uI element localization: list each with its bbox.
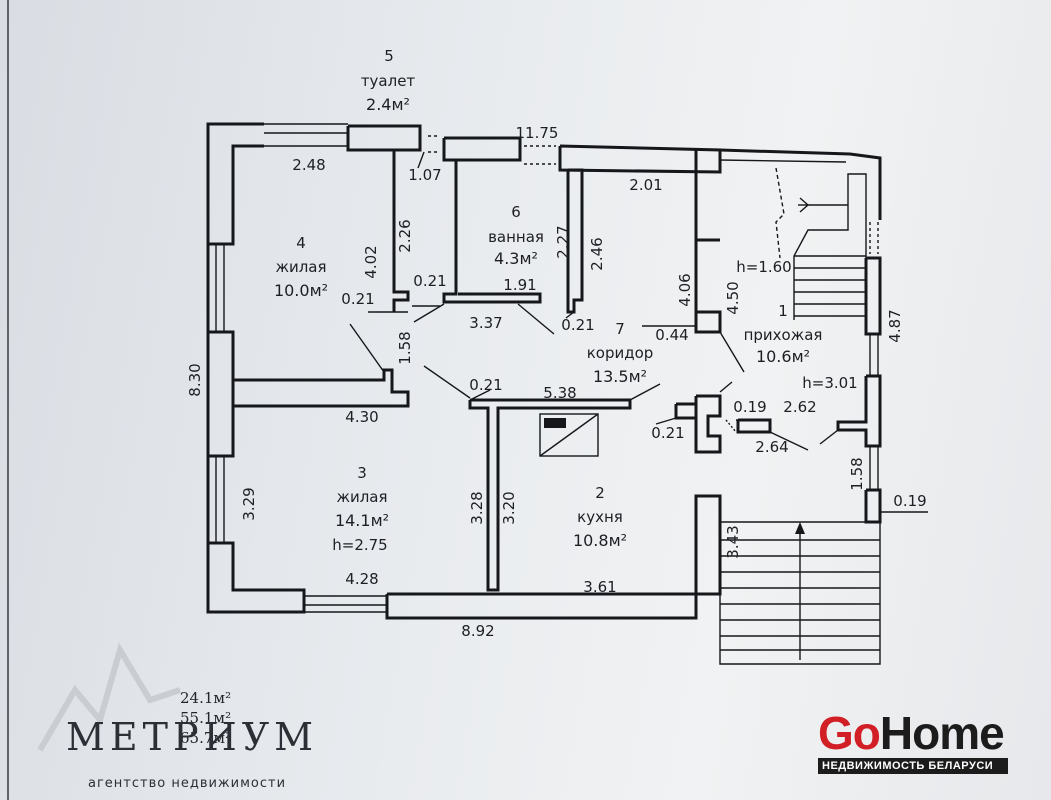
room-2-label: 2 кухня 10.8м²	[573, 484, 627, 550]
dim-label: 3.20	[500, 491, 518, 524]
dim-label: 4.28	[345, 570, 378, 588]
dim-label: 2.26	[396, 219, 414, 252]
room-number: 7	[615, 320, 625, 338]
dim-label: 2.27	[554, 225, 572, 258]
room-5-label: 5 туалет 2.4м²	[361, 47, 416, 114]
gohome-tagline: НЕДВИЖИМОСТЬ БЕЛАРУСИ	[818, 758, 1008, 774]
room-height: h=2.75	[332, 536, 387, 554]
room-4-label: 4 жилая 10.0м²	[274, 234, 328, 300]
room-6-label: 6 ванная 4.3м²	[488, 203, 544, 268]
room-number: 1	[778, 302, 788, 320]
dim-label: 4.87	[886, 309, 904, 342]
dim-label: 3.61	[583, 578, 616, 596]
dim-label: 0.44	[655, 326, 688, 344]
room-area: 10.0м²	[274, 281, 328, 300]
room-number: 6	[511, 203, 521, 221]
room-7-label: 7 коридор 13.5м²	[587, 320, 654, 386]
dim-label: 4.06	[676, 273, 694, 306]
area-line: 24.1м²	[180, 689, 232, 707]
gohome-home: Home	[879, 707, 1005, 759]
room-name: туалет	[361, 72, 416, 90]
staircase-upper	[775, 167, 867, 320]
dim-label: 2.64	[755, 438, 788, 456]
dim-label: 3.28	[468, 491, 486, 524]
room-number: 2	[595, 484, 605, 502]
room-number: 4	[296, 234, 306, 252]
dim-label: 1.58	[848, 457, 866, 490]
dim-label: 2.46	[588, 237, 606, 270]
room-area: 10.6м²	[756, 347, 810, 366]
room-area: 2.4м²	[366, 95, 410, 114]
room-name: жилая	[275, 258, 326, 276]
gohome-go: Go	[818, 707, 881, 759]
dim-label: 1.58	[396, 331, 414, 364]
dim-label: 3.37	[469, 314, 502, 332]
area-summary: 24.1м² 55.1м² 65.7м²	[180, 688, 231, 748]
gohome-wordmark: GoHome	[818, 710, 1008, 756]
area-line: 65.7м²	[180, 729, 232, 747]
dim-label: 3.43	[724, 525, 742, 558]
dim-label: 2.62	[783, 398, 816, 416]
dim-label: 0.21	[413, 272, 446, 290]
dim-label: 5.38	[543, 384, 576, 402]
room-3-label: 3 жилая 14.1м² h=2.75	[332, 464, 389, 554]
outer-walls	[206, 122, 882, 620]
stair-height: h=1.60	[736, 258, 791, 276]
room-area: 4.3м²	[494, 249, 538, 268]
room-name: коридор	[587, 344, 654, 362]
room-number: 5	[384, 47, 394, 65]
dim-label: 0.21	[651, 424, 684, 442]
dim-label: 1.91	[503, 276, 536, 294]
room-number: 3	[357, 464, 367, 482]
room-area: 13.5м²	[593, 367, 647, 386]
room-area: 14.1м²	[335, 511, 389, 530]
room-name: кухня	[577, 508, 623, 526]
dim-label: 1.07	[408, 166, 441, 184]
dim-label: 3.29	[240, 487, 258, 520]
dim-label: 0.21	[561, 316, 594, 334]
dim-label: 2.01	[629, 176, 662, 194]
dim-label: 0.19	[893, 492, 926, 510]
dim-label: 4.02	[362, 245, 380, 278]
metrium-name: МЕТРИУМ	[66, 715, 319, 759]
room-1-label: 1 прихожая 10.6м²	[744, 302, 823, 366]
staircase-entrance	[719, 521, 881, 665]
dim-label: 2.48	[292, 156, 325, 174]
hall-height: h=3.01	[802, 374, 857, 392]
dim-label: 11.75	[516, 124, 559, 142]
dimension-leaders	[368, 151, 928, 513]
room-area: 10.8м²	[573, 531, 627, 550]
dim-label: 8.92	[461, 622, 494, 640]
metrium-mark-icon	[37, 642, 181, 752]
metrium-tagline: агентство недвижимости	[88, 776, 287, 791]
gohome-logo: GoHome НЕДВИЖИМОСТЬ БЕЛАРУСИ	[818, 710, 1008, 774]
room-name: прихожая	[744, 326, 823, 344]
interior-walls	[231, 148, 839, 592]
dim-label: 0.21	[469, 376, 502, 394]
dim-label: 0.19	[733, 398, 766, 416]
room-name: ванная	[488, 228, 544, 246]
room-name: жилая	[336, 488, 387, 506]
dim-label: 4.50	[724, 281, 742, 314]
dim-label: 0.21	[341, 290, 374, 308]
dimension-labels: 11.75 2.48 1.07 2.01 4.02 2.26 2.27 2.46…	[186, 124, 927, 640]
dim-label: 4.30	[345, 408, 378, 426]
area-line: 55.1м²	[180, 709, 232, 727]
dim-label: 8.30	[186, 363, 204, 396]
